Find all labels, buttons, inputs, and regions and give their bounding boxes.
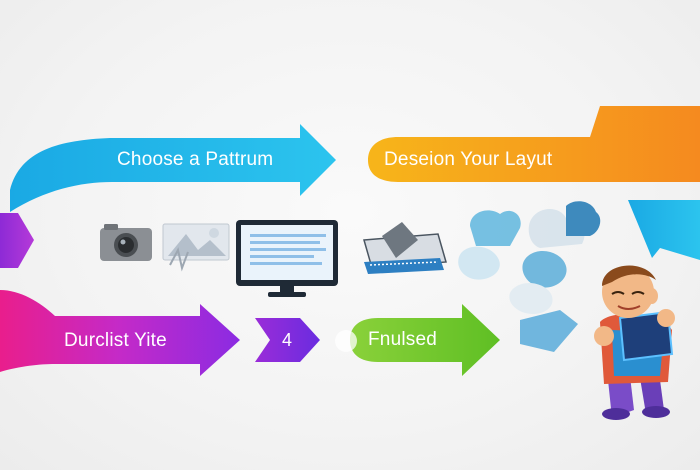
label-checklist-site: Durclist Yite [64, 330, 167, 351]
character-illustration [594, 265, 675, 420]
arrow-checklist-site [0, 290, 240, 376]
camera-icon [100, 224, 152, 261]
device-sketch-icon [363, 222, 447, 274]
arrow-choose-pattern [10, 124, 336, 212]
label-finished: Fnulsed [368, 329, 437, 350]
monitor-icon [236, 220, 338, 297]
arrow-design-layout [368, 106, 700, 182]
label-step-number: 4 [282, 330, 293, 350]
arrow-finished [350, 304, 500, 376]
label-design-layout: Deseion Your Layut [384, 149, 553, 170]
right-edge-arrow [628, 200, 700, 260]
step-number-chevron [255, 318, 320, 362]
image-icon [162, 223, 230, 272]
cloud-icons [458, 201, 601, 352]
left-edge-arrow [0, 213, 34, 268]
label-choose-pattern: Choose a Pattrum [117, 149, 274, 170]
